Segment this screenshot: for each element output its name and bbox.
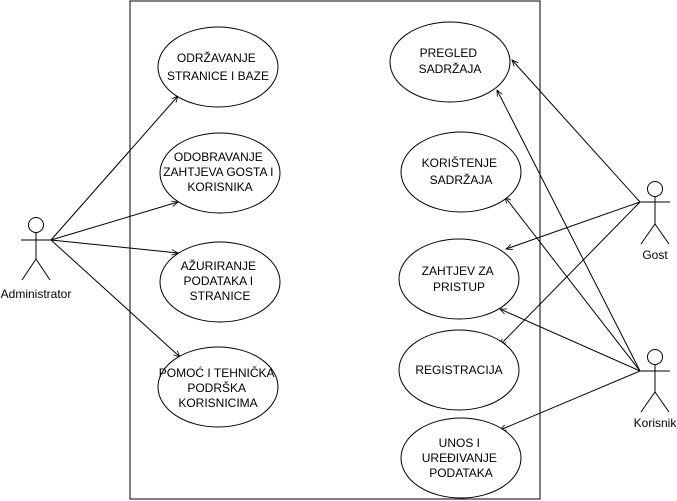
- assoc-admin-azuriranje: [50, 239, 178, 253]
- assoc-admin-odrzavanje: [50, 96, 178, 241]
- svg-text:ODOBRAVANJE ZAHTJEVA GOS: ODOBRAVANJE ZAHTJEVA GOSTA I KORISNIKA: [163, 150, 277, 194]
- use-case-label: ZAHTJEV ZA: [422, 264, 494, 278]
- use-case-label: STRANICE: [190, 289, 251, 303]
- use-case-label: ZAHTJEVA GOSTA I: [163, 165, 273, 179]
- use-case-registracija: REGISTRACIJA: [398, 329, 520, 411]
- use-case-odobravanje: ODOBRAVANJE ZAHTJEVA GOSTA I KORISNIKA: [159, 132, 281, 214]
- administrator-associations: [50, 96, 180, 357]
- use-case-label: KORISNICIMA: [178, 396, 257, 410]
- use-case-label: PODATAKA I: [184, 274, 254, 288]
- system-boundary: [129, 0, 541, 500]
- svg-text:REGISTRACIJA: REGISTRACIJA: [415, 363, 502, 377]
- assoc-admin-pomoc: [50, 239, 180, 357]
- actor-korisnik: Korisnik: [634, 349, 677, 430]
- assoc-korisnik-zahtjev: [500, 308, 641, 372]
- use-case-label: KORISNIKA: [187, 180, 252, 194]
- use-case-label: KORIŠTENJE: [422, 155, 497, 170]
- use-case-label: STRANICE I BAZE: [167, 69, 269, 83]
- assoc-admin-odobravanje: [50, 202, 178, 241]
- stick-figure-icon: [21, 217, 51, 281]
- actor-label: Korisnik: [634, 416, 677, 430]
- gost-associations: [500, 60, 641, 345]
- use-case-label: REGISTRACIJA: [415, 363, 502, 377]
- use-case-odrzavanje: ODRŽAVANJE STRANICE I BAZE: [157, 26, 279, 108]
- svg-text:ZAHTJEV ZA PRISTUP: ZAHTJEV ZA PRISTUP: [422, 264, 497, 294]
- use-case-unos: UNOS I UREĐIVANJE PODATAKA: [400, 417, 522, 499]
- assoc-gost-registracija: [500, 201, 641, 345]
- assoc-korisnik-pregled: [497, 90, 641, 372]
- stick-figure-icon: [640, 181, 670, 245]
- use-case-label: ODRŽAVANJE: [177, 50, 256, 65]
- use-case-koristenje: KORIŠTENJE SADRŽAJA: [400, 131, 522, 213]
- use-case-label: UNOS I: [439, 436, 480, 450]
- use-case-pregled: PREGLED SADRŽAJA: [389, 21, 511, 103]
- actor-label: Administrator: [1, 287, 72, 301]
- assoc-gost-zahtjev: [506, 201, 641, 249]
- use-case-label: PREGLED: [420, 46, 478, 60]
- assoc-gost-pregled: [512, 60, 641, 203]
- use-case-label: PRISTUP: [433, 280, 485, 294]
- svg-text:AŽURIRANJE PODATAKA I: AŽURIRANJE PODATAKA I STRANICE: [181, 258, 260, 303]
- assoc-korisnik-koristenje: [505, 197, 641, 372]
- assoc-korisnik-unos: [500, 370, 641, 430]
- svg-text:KORIŠTENJE SADRŽAJA: KORIŠTENJE SADRŽAJA: [422, 155, 501, 187]
- svg-text:UNOS I UREĐIVANJE: UNOS I UREĐIVANJE PODATAKA: [422, 436, 500, 480]
- use-case-zahtjev: ZAHTJEV ZA PRISTUP: [398, 238, 520, 320]
- use-case-pomoc: POMOĆ I TEHNIČKA PODRŠKA KORISNICIMA: [157, 346, 279, 428]
- actor-label: Gost: [642, 248, 668, 262]
- korisnik-associations: [497, 90, 641, 430]
- use-case-label: SADRŽAJA: [430, 172, 493, 187]
- stick-figure-icon: [640, 349, 670, 413]
- use-case-label: SADRŽAJA: [419, 61, 482, 76]
- svg-text:ODRŽAVANJE STRANICE I BA: ODRŽAVANJE STRANICE I BAZE: [167, 50, 269, 83]
- use-case-label: POMOĆ I TEHNIČKA: [159, 365, 275, 380]
- actor-administrator: Administrator: [1, 217, 72, 301]
- svg-text:POMOĆ I TEHNIČKA PODRŠKA: POMOĆ I TEHNIČKA PODRŠKA KORISNICIMA: [159, 365, 277, 410]
- use-case-label: UREĐIVANJE: [422, 451, 497, 465]
- use-case-label: PODATAKA: [429, 466, 493, 480]
- use-case-label: ODOBRAVANJE: [174, 150, 263, 164]
- actor-gost: Gost: [640, 181, 670, 262]
- use-case-azuriranje: AŽURIRANJE PODATAKA I STRANICE: [159, 241, 281, 323]
- svg-text:PREGLED SADRŽAJA: PREGLED SADRŽAJA: [419, 46, 482, 76]
- use-case-label: AŽURIRANJE: [181, 258, 256, 273]
- use-case-label: PODRŠKA: [187, 380, 246, 395]
